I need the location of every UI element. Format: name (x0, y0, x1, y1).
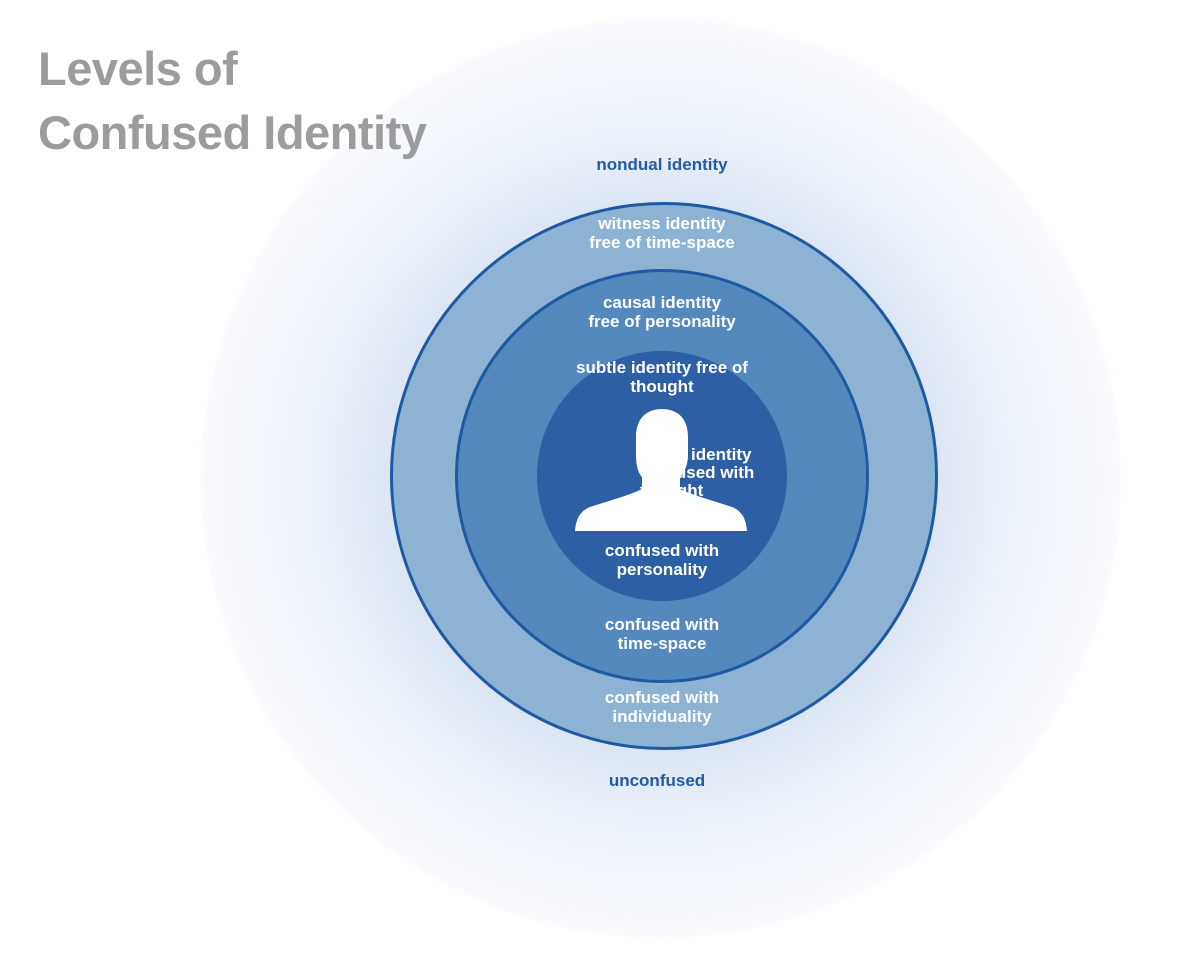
label-causal-identity: causal identity free of personality (588, 293, 736, 331)
label-confused-with-individuality: confused with individuality (604, 688, 720, 726)
label-gross-identity: gross identity confused with thought (640, 445, 755, 500)
label-confused-with-time-space: confused with time-space (604, 615, 720, 653)
person-silhouette-icon (575, 409, 747, 531)
title-line-2: Confused Identity (38, 106, 427, 159)
label-subtle-identity: subtle identity free of thought (576, 358, 748, 396)
label-confused-with-personality: confused with personality (604, 541, 720, 579)
label-unconfused: unconfused (608, 771, 706, 790)
label-nondual-identity: nondual identity (596, 155, 728, 174)
label-witness-identity: witness identity free of time-space (589, 214, 735, 252)
title-line-1: Levels of (38, 42, 238, 95)
